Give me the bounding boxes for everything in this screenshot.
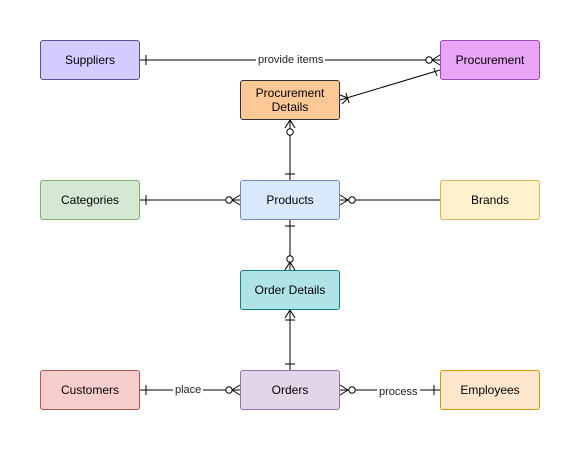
- entity-order-details[interactable]: Order Details: [240, 270, 340, 310]
- edge-products-brands: [339, 194, 440, 206]
- edge-procurement-procurementdetails: [339, 67, 441, 105]
- entity-products[interactable]: Products: [240, 180, 340, 220]
- entity-label: Products: [266, 193, 314, 207]
- entity-label: Procurement Details: [255, 86, 325, 114]
- relationship-label-place: place: [173, 384, 204, 396]
- entity-orders[interactable]: Orders: [240, 370, 340, 410]
- edge-products-orderdetails: [284, 220, 296, 271]
- entity-procurement-details[interactable]: Procurement Details: [240, 80, 340, 120]
- entity-label: Order Details: [254, 283, 326, 297]
- entity-label: Suppliers: [64, 53, 116, 67]
- entity-label: Orders: [271, 383, 309, 397]
- edge-orderdetails-orders: [284, 309, 296, 370]
- entity-customers[interactable]: Customers: [40, 370, 140, 410]
- entity-employees[interactable]: Employees: [440, 370, 540, 410]
- entity-suppliers[interactable]: Suppliers: [40, 40, 140, 80]
- relationship-label-provide-items: provide items: [256, 54, 326, 66]
- entity-label: Procurement: [455, 53, 525, 67]
- entity-categories[interactable]: Categories: [40, 180, 140, 220]
- entity-label: Employees: [460, 383, 520, 397]
- entity-label: Brands: [470, 193, 510, 207]
- entity-procurement[interactable]: Procurement: [440, 40, 540, 80]
- edge-categories-products: [140, 194, 241, 206]
- entity-label: Customers: [60, 383, 119, 397]
- entity-brands[interactable]: Brands: [440, 180, 540, 220]
- relationship-label-process: process: [377, 386, 420, 398]
- edge-procurementdetails-products: [284, 119, 296, 180]
- entity-label: Categories: [60, 193, 120, 207]
